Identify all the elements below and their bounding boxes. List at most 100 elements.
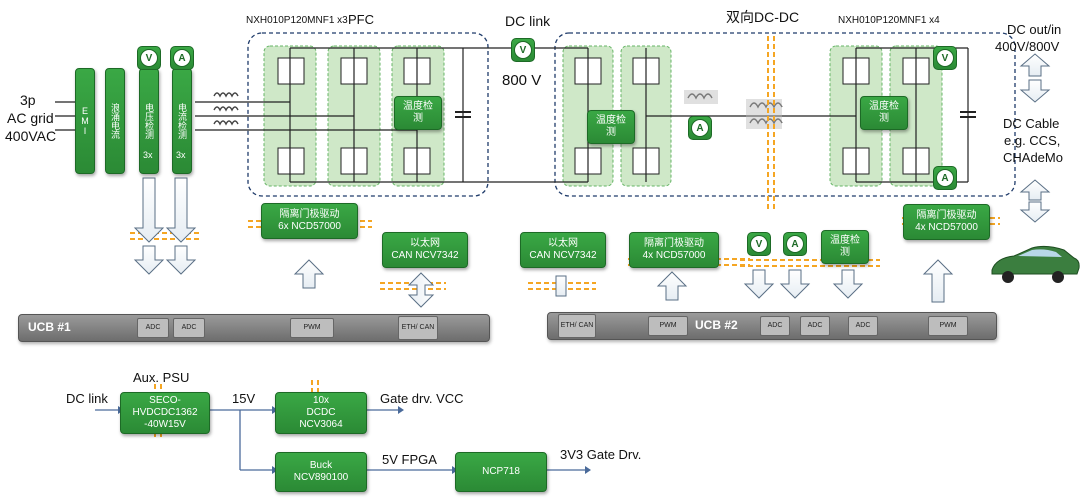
ucb1-label: UCB #1 xyxy=(28,320,71,334)
title-dcdc: 双向DC-DC xyxy=(726,9,800,25)
ucb2-pwm: PWM xyxy=(648,316,688,336)
aux-wires xyxy=(95,409,585,471)
ammeter-icon: A xyxy=(786,235,804,253)
bus-lines xyxy=(55,47,969,183)
ethernet-label: 以太网 xyxy=(548,238,578,249)
ucb1-pwm: PWM xyxy=(290,318,334,338)
grid-phase: 3p xyxy=(20,92,36,108)
ldo-regulator: NCP718 xyxy=(455,452,547,492)
voltmeter-icon: V xyxy=(936,49,954,67)
can-label: CAN NCV7342 xyxy=(391,250,459,261)
dcdc-line1: 10x xyxy=(312,395,330,406)
input-current-meter: A xyxy=(170,46,194,70)
voltmeter-icon: V xyxy=(514,41,532,59)
aux-psu-line1: SECO- xyxy=(149,395,181,406)
temp-label: 温度检测 xyxy=(830,235,860,258)
buck-line1: Buck xyxy=(309,460,333,471)
buck-line2: NCV890100 xyxy=(293,472,349,483)
capacitors xyxy=(455,111,976,118)
hollow-arrows xyxy=(133,53,1051,308)
coils xyxy=(213,92,783,126)
input-voltage-meter: V xyxy=(137,46,161,70)
gate-driver-part: 4x NCD57000 xyxy=(915,222,978,233)
voltage-sense-label: 电压检测 xyxy=(144,103,154,139)
ucb2-voltage-meter: V xyxy=(747,232,771,256)
voltmeter-icon: V xyxy=(750,235,768,253)
car-image xyxy=(991,245,1080,283)
gate-driver-title: 隔离门极驱动 xyxy=(279,209,340,220)
voltmeter-icon: V xyxy=(140,49,158,67)
ammeter-icon: A xyxy=(936,169,954,187)
dc-cable-label: DC Cable xyxy=(1003,116,1060,131)
dcdc-current-meter: A xyxy=(688,116,712,140)
temp-label: 温度检测 xyxy=(403,101,433,124)
emi-filter: EMI xyxy=(75,68,95,174)
dclink-voltage-meter: V xyxy=(511,38,535,62)
coil-bg xyxy=(684,90,718,104)
title-dcdc-modules: NXH010P120MNF1 x4 xyxy=(838,15,940,26)
output-current-meter: A xyxy=(933,166,957,190)
aux-psu-module: SECO-HVDCDC1362-40W15V xyxy=(120,392,210,434)
ucb2-temp-sense: 温度检测 xyxy=(821,230,869,264)
ethernet-label: 以太网 xyxy=(410,238,440,249)
grid-ac: AC grid xyxy=(7,110,54,126)
temp-label: 温度检测 xyxy=(869,101,899,124)
pfc-temp-sense: 温度检测 xyxy=(394,96,442,130)
dcdc-line3: NCV3064 xyxy=(299,419,343,430)
gate-vcc-label: Gate drv. VCC xyxy=(380,391,464,406)
dc-out-voltage: 400V/800V xyxy=(995,39,1060,54)
title-pfc: PFC xyxy=(348,12,374,27)
ucb1-adc-2: ADC xyxy=(173,318,205,338)
aux-psu-label: Aux. PSU xyxy=(133,370,190,385)
aux-psu-line2: HVDCDC1362 xyxy=(132,407,198,418)
gate-driver-title: 隔离门极驱动 xyxy=(916,210,977,221)
aux-psu-line3: -40W15V xyxy=(144,419,186,430)
ucb2-current-meter: A xyxy=(783,232,807,256)
grid-voltage: 400VAC xyxy=(5,128,57,144)
ammeter-icon: A xyxy=(173,49,191,67)
rail-15v-label: 15V xyxy=(232,391,256,406)
ucb2-adc-3: ADC xyxy=(848,316,878,336)
ucb2-adc-2: ADC xyxy=(800,316,830,336)
dcdc-frame xyxy=(554,32,1016,197)
temp-label: 温度检测 xyxy=(596,115,626,138)
fpga-rail-label: 5V FPGA xyxy=(382,452,437,467)
ldo-label: NCP718 xyxy=(482,466,520,477)
emi-label: EMI xyxy=(80,106,90,136)
pfc-frame xyxy=(247,32,489,197)
dcdc-temp-sense-left: 温度检测 xyxy=(587,110,635,144)
dc-cable-eg: e.g. CCS, xyxy=(1004,133,1061,148)
can-label: CAN NCV7342 xyxy=(529,250,597,261)
gate-driver-part: 6x NCD57000 xyxy=(278,221,341,232)
coil-bg xyxy=(746,99,782,129)
title-pfc-modules: NXH010P120MNF1 x3 xyxy=(246,15,348,26)
ucb1-adc-1: ADC xyxy=(137,318,169,338)
ucb2-pwm-2: PWM xyxy=(928,316,968,336)
voltage-sense-count: 3x xyxy=(143,150,153,160)
dc-cable-std: CHAdeMo xyxy=(1003,150,1063,165)
gate-driver-title: 隔离门极驱动 xyxy=(644,238,704,249)
title-dclink: DC link xyxy=(505,13,551,29)
surge-label: 浪涌电流 xyxy=(110,103,120,139)
gate-driver-part: 4x NCD57000 xyxy=(642,250,706,261)
gate-3v3-label: 3V3 Gate Drv. xyxy=(560,447,642,462)
aux-dclink-label: DC link xyxy=(66,391,108,406)
ucb2-label: UCB #2 xyxy=(695,318,738,332)
ucb1-eth-can: ETH/ CAN xyxy=(398,316,438,340)
ucb2-adc-1: ADC xyxy=(760,316,790,336)
surge-limiter: 浪涌电流 xyxy=(105,68,125,174)
current-sense-label: 电流检测 xyxy=(177,103,187,139)
dcdc-temp-sense-right: 温度检测 xyxy=(860,96,908,130)
dclink-voltage: 800 V xyxy=(502,72,542,89)
output-voltage-meter: V xyxy=(933,46,957,70)
current-sense-count: 3x xyxy=(176,150,186,160)
dc-out-label: DC out/in xyxy=(1007,22,1062,37)
dcdc-line2: DCDC xyxy=(306,407,336,418)
